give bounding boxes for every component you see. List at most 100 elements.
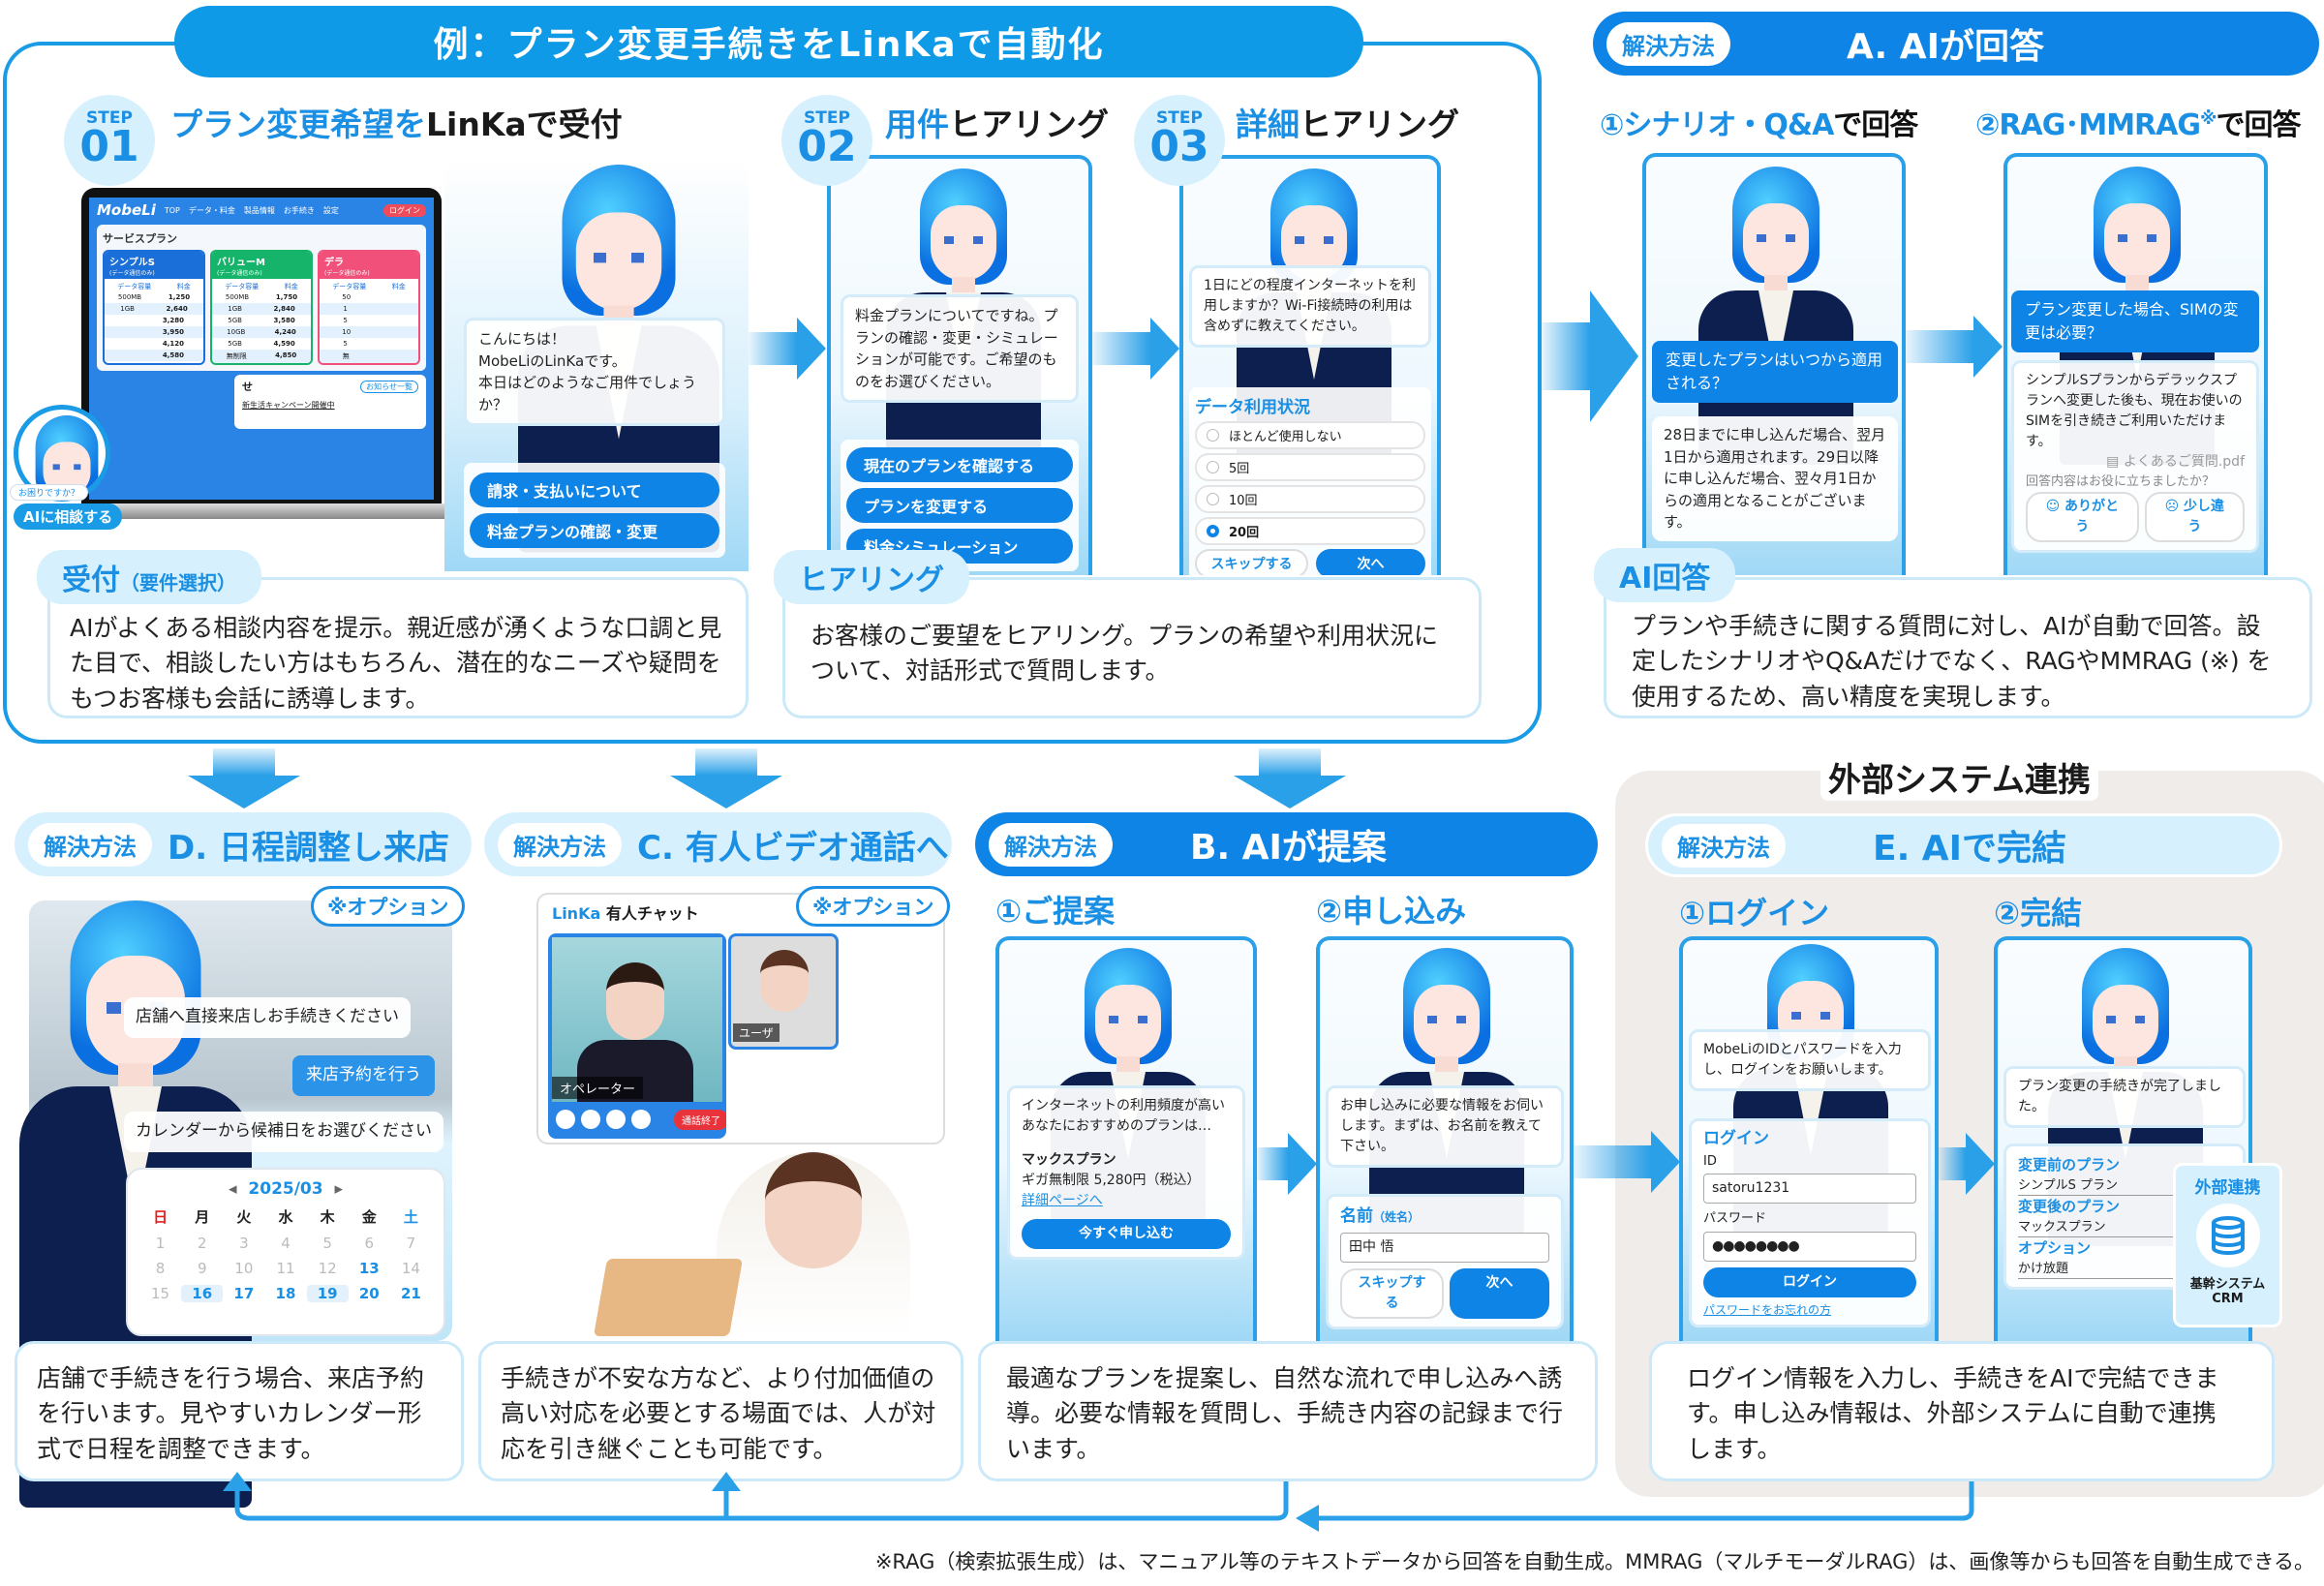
col-data: データ容量 bbox=[225, 283, 260, 290]
data-amount: 1GB bbox=[120, 305, 135, 313]
step-label: STEP bbox=[86, 108, 133, 128]
title-rest: ヒアリング bbox=[1300, 106, 1459, 143]
solution-tag: 解決方法 bbox=[1606, 21, 1730, 66]
calendar-day[interactable]: 21 bbox=[400, 1285, 421, 1302]
password-input[interactable]: ●●●●●●●● bbox=[1703, 1231, 1916, 1262]
prev-month-icon[interactable]: ◂ bbox=[229, 1179, 237, 1199]
feedback-no-button[interactable]: ☹ 少し違う bbox=[2144, 491, 2245, 542]
next-month-icon[interactable]: ▸ bbox=[334, 1179, 343, 1199]
name-form: 名前（姓名） 田中 悟 スキップする次へ bbox=[1326, 1194, 1564, 1329]
price: 4,580 bbox=[162, 351, 185, 359]
price: 4,850 bbox=[275, 351, 297, 359]
news-item[interactable]: 新生活キャンペーン開催中 bbox=[242, 401, 335, 410]
login-button[interactable]: ログイン bbox=[1703, 1266, 1916, 1297]
apply-now-button[interactable]: 今すぐ申し込む bbox=[1022, 1219, 1231, 1249]
answer-bubble: 28日までに申し込んだ場合、翌月1日から適用されます。29日以降に申し込んだ場合… bbox=[1652, 416, 1898, 541]
camera-icon[interactable] bbox=[556, 1110, 575, 1129]
news-list-link[interactable]: お知らせ一覧 bbox=[360, 380, 418, 393]
share-icon[interactable] bbox=[606, 1110, 626, 1129]
skip-button[interactable]: スキップする bbox=[1195, 549, 1308, 575]
solution-e-panel-1: MobeLiのIDとパスワードを入力し、ログインをお願いします。 ログイン ID… bbox=[1679, 936, 1939, 1341]
source-link[interactable]: よくあるご質問.pdf bbox=[2123, 454, 2245, 470]
example-banner: 例：プラン変更手続きをLinKaで自動化 bbox=[174, 6, 1363, 77]
calendar-day[interactable]: 19 bbox=[306, 1285, 349, 1302]
calendar-prompt: カレンダーから候補日をお選びください bbox=[124, 1112, 443, 1152]
option-badge: ※オプション bbox=[311, 886, 466, 927]
solution-title: A. AIが回答 bbox=[1847, 27, 2044, 67]
more-icon[interactable] bbox=[631, 1110, 651, 1129]
solution-title: E. AIで完結 bbox=[1873, 829, 2067, 869]
data-amount: 50 bbox=[342, 293, 352, 301]
ai-answer-label: AI回答 bbox=[1594, 548, 1736, 602]
solution-a-sub-1: ①シナリオ・Q&Aで回答 bbox=[1600, 101, 1918, 143]
call-controls: 通話終了 bbox=[556, 1110, 726, 1130]
plan-detail-link[interactable]: 詳細ページへ bbox=[1022, 1193, 1103, 1208]
password-label: パスワード bbox=[1703, 1211, 1767, 1226]
col-price: 料金 bbox=[391, 283, 406, 290]
data-amount: 10 bbox=[342, 328, 352, 336]
plan-row: 5 bbox=[320, 315, 418, 326]
choice-radio[interactable]: ほとんど使用しない bbox=[1195, 421, 1425, 449]
solution-title: B. AIが提案 bbox=[1190, 828, 1387, 868]
calendar-day[interactable]: 16 bbox=[181, 1285, 224, 1302]
calendar-day[interactable]: 17 bbox=[233, 1285, 255, 1302]
forgot-password-link[interactable]: パスワードをお忘れの方 bbox=[1703, 1302, 1832, 1317]
id-input[interactable]: satoru1231 bbox=[1703, 1174, 1916, 1204]
solution-tag: 解決方法 bbox=[1662, 823, 1786, 868]
source-file[interactable]: ▤ よくあるご質問.pdf bbox=[2106, 454, 2245, 470]
step-label: STEP bbox=[1156, 108, 1203, 128]
next-button[interactable]: 次へ bbox=[1316, 549, 1425, 575]
change-plan-button[interactable]: プランを変更する bbox=[846, 488, 1073, 523]
ai-consult-button[interactable]: AIに相談する bbox=[14, 503, 123, 530]
option-plan-button[interactable]: 料金プランの確認・変更 bbox=[470, 513, 719, 548]
microphone-icon[interactable] bbox=[581, 1110, 600, 1129]
solution-b-description: 最適なプランを提案し、自然な流れで申し込みへ誘導。必要な情報を質問し、手続き内容… bbox=[978, 1341, 1598, 1481]
calendar-day[interactable]: 20 bbox=[358, 1285, 380, 1302]
choice-radio[interactable]: 10回 bbox=[1195, 485, 1425, 513]
plan-note: (データ通信のみ) bbox=[109, 270, 155, 277]
site-nav-item[interactable]: データ・料金 bbox=[188, 205, 235, 215]
end-call-button[interactable]: 通話終了 bbox=[674, 1110, 726, 1130]
button-label: 少し違う bbox=[2184, 498, 2225, 534]
title-highlight: プラン変更希望を bbox=[170, 106, 426, 143]
answer-text: シンプルSプランからデラックスプランへ変更した後も、現在お使いのSIMを引き続き… bbox=[2026, 373, 2243, 449]
name-input[interactable]: 田中 悟 bbox=[1340, 1232, 1549, 1263]
check-plan-button[interactable]: 現在のプランを確認する bbox=[846, 447, 1073, 482]
site-nav-item[interactable]: 設定 bbox=[322, 205, 339, 215]
calendar-day[interactable]: 18 bbox=[275, 1285, 296, 1302]
rag-answer: シンプルSプランからデラックスプランへ変更した後も、現在お使いのSIMを引き続き… bbox=[2011, 360, 2259, 553]
user-label: ユーザ bbox=[733, 1023, 780, 1042]
col-price: 料金 bbox=[284, 283, 298, 290]
reserve-visit-button[interactable]: 来店予約を行う bbox=[292, 1055, 435, 1096]
site-login-button[interactable]: ログイン bbox=[383, 203, 426, 217]
site-nav-item[interactable]: 製品情報 bbox=[243, 205, 275, 215]
feedback-yes-button[interactable]: ☺ ありがとう bbox=[2026, 491, 2139, 542]
site-nav-item[interactable]: お手続き bbox=[283, 205, 315, 215]
feedback-question: 回答内容はお役に立ちましたか？ bbox=[2026, 474, 2216, 489]
hearing-label: ヒアリング bbox=[774, 550, 969, 604]
calendar-day: 10 bbox=[234, 1260, 254, 1277]
arrow-right-icon bbox=[1257, 1133, 1317, 1195]
choice-radio[interactable]: 5回 bbox=[1195, 453, 1425, 481]
external-link-title: 外部連携 bbox=[2194, 1178, 2261, 1198]
arrow-right-icon bbox=[1574, 1131, 1680, 1193]
site-nav-item[interactable]: TOP bbox=[164, 205, 180, 215]
login-form: ログイン ID satoru1231 パスワード ●●●●●●●● ログイン パ… bbox=[1689, 1118, 1931, 1327]
choice-radio-selected[interactable]: 20回 bbox=[1195, 517, 1425, 545]
next-button[interactable]: 次へ bbox=[1450, 1267, 1549, 1319]
title-highlight: 詳細 bbox=[1236, 106, 1300, 143]
plan-note: (データ通信のみ) bbox=[217, 270, 262, 277]
skip-button[interactable]: スキップする bbox=[1340, 1267, 1444, 1319]
name-sub: （姓名） bbox=[1373, 1210, 1421, 1224]
weekday-label: 水 bbox=[278, 1208, 293, 1226]
id-label: ID bbox=[1703, 1153, 1717, 1169]
option-billing-button[interactable]: 請求・支払いについて bbox=[470, 473, 719, 507]
chat-title: 有人チャット bbox=[605, 904, 699, 923]
before-plan-label: 変更前のプラン bbox=[2018, 1156, 2121, 1174]
data-amount: 5GB bbox=[228, 340, 242, 348]
calendar-day[interactable]: 13 bbox=[358, 1260, 380, 1277]
